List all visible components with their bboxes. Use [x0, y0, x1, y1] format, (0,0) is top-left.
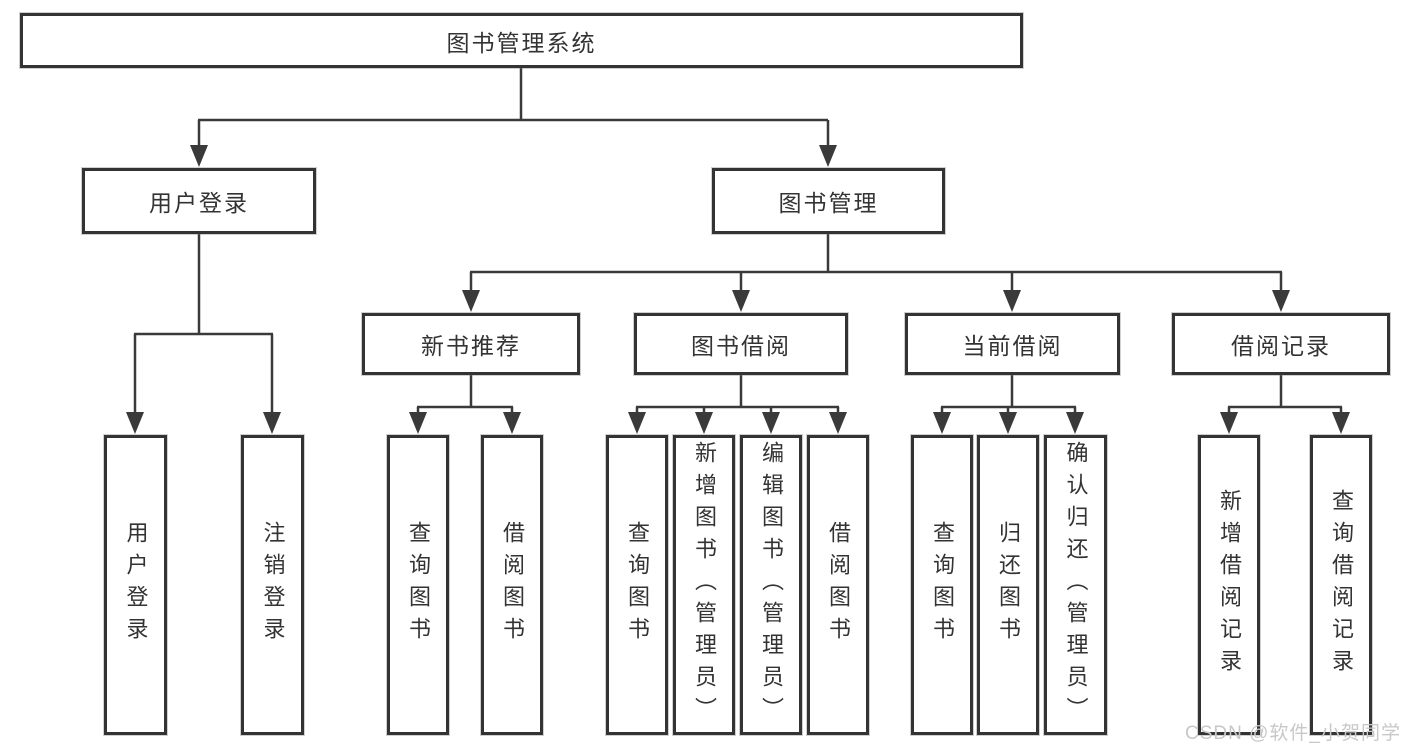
leaf-query-borrow-record: 查询借阅记录 [1310, 435, 1372, 735]
leaf-query-books-current: 查询图书 [911, 435, 973, 735]
arrowhead-icons [126, 145, 1350, 434]
leaf-confirm-return-admin: 确认归还（管理员） [1044, 435, 1107, 735]
leaf-edit-books-admin: 编辑图书（管理员） [740, 435, 802, 735]
leaf-add-borrow-record: 新增借阅记录 [1198, 435, 1260, 735]
leaf-return-books: 归还图书 [977, 435, 1039, 735]
node-book-management: 图书管理 [712, 168, 945, 234]
leaf-user-login: 用户登录 [104, 435, 167, 735]
leaf-query-books-recommend: 查询图书 [387, 435, 449, 735]
node-user-login: 用户登录 [82, 168, 316, 234]
leaf-logout-login: 注销登录 [241, 435, 304, 735]
node-borrow-records: 借阅记录 [1172, 313, 1390, 375]
leaf-borrow-books-recommend: 借阅图书 [481, 435, 543, 735]
node-book-borrow: 图书借阅 [634, 313, 848, 375]
node-current-borrow: 当前借阅 [905, 313, 1120, 375]
leaf-add-books-admin: 新增图书（管理员） [673, 435, 735, 735]
node-new-book-recommend: 新书推荐 [362, 313, 580, 375]
csdn-watermark: CSDN @软件_小贺同学 [1185, 723, 1401, 744]
node-book-management-system: 图书管理系统 [20, 13, 1023, 68]
leaf-query-books-borrow: 查询图书 [606, 435, 668, 735]
leaf-borrow-books: 借阅图书 [807, 435, 869, 735]
